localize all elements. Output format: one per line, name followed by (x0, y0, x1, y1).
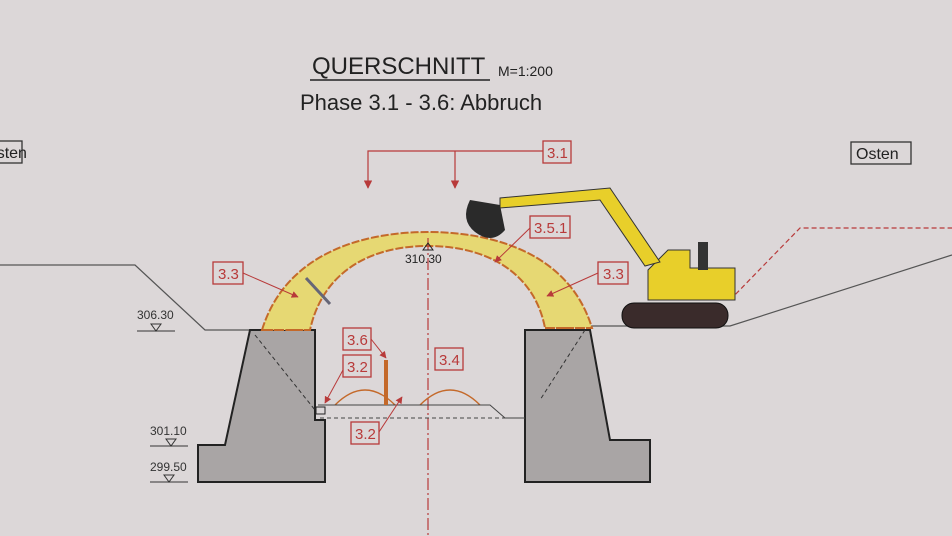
level-306-30: 306.30 (137, 308, 175, 332)
post-element (384, 360, 388, 405)
label-3-2-top: 3.2 (324, 354, 372, 404)
direction-east-box: Osten (850, 141, 912, 165)
label-3-3-left-text: 3.3 (218, 266, 239, 283)
deck-slab (318, 404, 525, 419)
excavation-line-east (729, 227, 952, 301)
excavator-exhaust (698, 242, 708, 270)
label-3-3-right: 3.3 (546, 261, 629, 297)
label-3-5-1: 3.5.1 (494, 215, 571, 263)
label-3-2-bottom: 3.2 (350, 396, 403, 445)
abutment-east (524, 329, 651, 483)
deck-arches (334, 389, 481, 406)
label-3-6-text: 3.6 (347, 332, 368, 349)
label-3-2-bottom-text: 3.2 (355, 426, 376, 443)
level-306-30-text: 306.30 (137, 308, 174, 322)
label-3-4: 3.4 (434, 347, 464, 371)
level-299-50: 299.50 (150, 460, 188, 483)
excavator-bucket (466, 200, 505, 239)
label-3-2-top-text: 3.2 (347, 359, 368, 376)
label-3-1-text: 3.1 (547, 145, 568, 162)
level-301-10-text: 301.10 (150, 424, 187, 438)
excavator (466, 187, 736, 329)
excavator-body (647, 249, 736, 301)
svg-text:Westen: Westen (0, 145, 27, 162)
crown-level-marker (422, 242, 434, 251)
ground-line-west (0, 264, 265, 331)
abutment-west (197, 329, 326, 483)
level-299-50-text: 299.50 (150, 460, 187, 474)
label-3-6: 3.6 (342, 327, 387, 359)
arch-vault (260, 230, 594, 331)
drawing-title: QUERSCHNITT (312, 53, 486, 80)
phase-3-1-load-arrows (363, 150, 543, 189)
level-301-10: 301.10 (150, 424, 188, 447)
label-3-3-right-text: 3.3 (603, 266, 624, 283)
label-3-1: 3.1 (542, 140, 572, 164)
drawing-scale: M=1:200 (498, 63, 553, 79)
direction-west-box: Westen (0, 140, 27, 164)
drain-box (315, 406, 326, 415)
svg-text:Osten: Osten (856, 146, 899, 163)
drawing-subtitle: Phase 3.1 - 3.6: Abbruch (300, 90, 542, 115)
label-3-5-1-text: 3.5.1 (534, 220, 567, 237)
backfill-line-west (254, 334, 316, 411)
label-3-4-text: 3.4 (439, 352, 460, 369)
label-3-3-left: 3.3 (212, 261, 299, 298)
excavator-tracks (621, 302, 729, 329)
saw-cut-mark (304, 276, 332, 306)
crown-level: 310.30 (405, 252, 442, 266)
